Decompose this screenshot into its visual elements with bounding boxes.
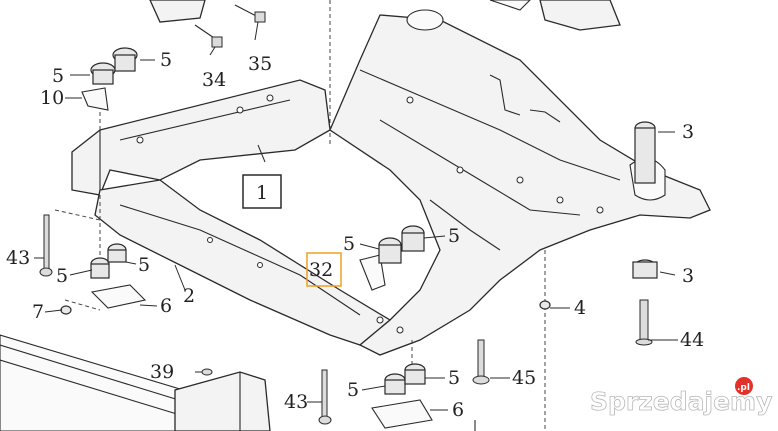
callout-43: 43	[284, 391, 308, 413]
callout-1: 1	[256, 182, 268, 204]
callout-5: 5	[448, 367, 460, 389]
callout-5: 5	[56, 265, 68, 287]
assembly-guide-lines	[54, 0, 546, 431]
watermark-suffix: .pl	[737, 383, 750, 393]
watermark-badge	[735, 377, 753, 395]
sprzedajemy-watermark: Sprzedajemy .pl	[590, 377, 773, 416]
watermark-text: Sprzedajemy	[590, 387, 772, 416]
callout-43: 43	[6, 247, 30, 269]
callout-3: 3	[682, 121, 694, 143]
callout-6: 6	[452, 399, 464, 421]
subframe-part-1	[71, 0, 711, 356]
callout-labels: 5 5 10 34 35 1 3 3 44 43 5 5 2 7 6 32 5 …	[6, 49, 704, 421]
callout-4: 4	[574, 297, 586, 319]
callout-3: 3	[682, 265, 694, 287]
callout-39: 39	[150, 361, 174, 383]
callout-32-highlight	[306, 252, 342, 287]
callout-44: 44	[680, 329, 704, 351]
callout-5: 5	[138, 254, 150, 276]
front-crossmember-bar	[0, 334, 201, 431]
callout-5: 5	[160, 49, 172, 71]
callout-32: 32	[309, 259, 333, 281]
callout-10: 10	[40, 87, 64, 109]
callout-5: 5	[448, 225, 460, 247]
callout-5: 5	[347, 379, 359, 401]
callout-6: 6	[160, 295, 172, 317]
callout-5: 5	[52, 65, 64, 87]
bushings-and-fasteners	[39, 4, 658, 431]
callout-34: 34	[202, 69, 226, 91]
callout-1-box	[242, 174, 282, 209]
callout-45: 45	[512, 367, 536, 389]
callout-5: 5	[343, 233, 355, 255]
leader-lines	[34, 21, 678, 411]
callout-35: 35	[248, 53, 272, 75]
callout-2: 2	[183, 285, 195, 307]
callout-7: 7	[32, 301, 44, 323]
